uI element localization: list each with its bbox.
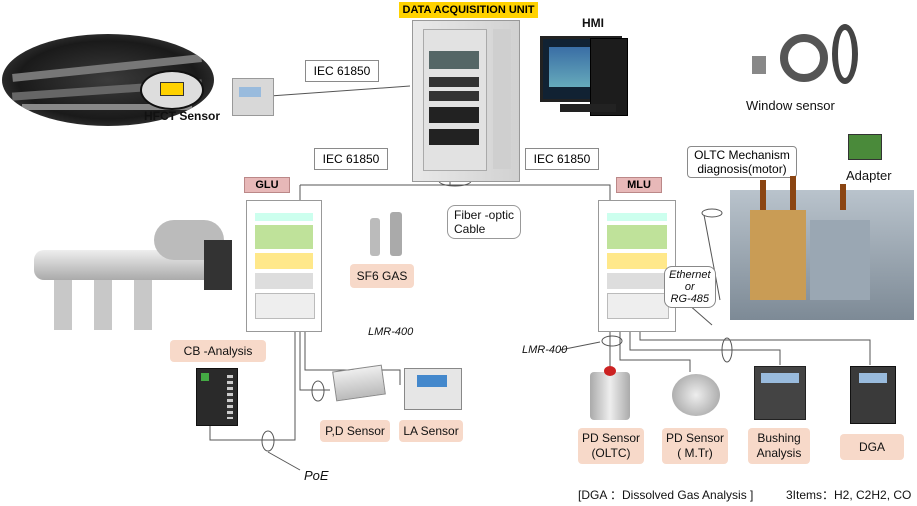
dau-title-badge: DATA ACQUISITION UNIT bbox=[399, 2, 538, 18]
adapter-label: Adapter bbox=[846, 168, 892, 183]
dga-device bbox=[850, 366, 896, 424]
pd-sensor-label: P,D Sensor bbox=[320, 420, 390, 442]
glu-panel bbox=[246, 200, 322, 332]
bushing-device bbox=[754, 366, 806, 420]
adapter-photo bbox=[848, 134, 882, 160]
iec-label-top: IEC 61850 bbox=[305, 60, 379, 82]
hmi-tower bbox=[590, 38, 628, 116]
fiber-label: Fiber -optic Cable bbox=[447, 205, 522, 239]
dga-footnote: [DGA ：Dissolved Gas Analysis ] bbox=[578, 488, 754, 502]
iec-label-glu: IEC 61850 bbox=[314, 148, 388, 170]
transformer-photo bbox=[730, 176, 914, 320]
dga-items-footnote: 3Items：H2, C2H2, CO bbox=[786, 488, 912, 502]
circuit-breaker-photo bbox=[34, 210, 234, 332]
hmi-keyboard bbox=[560, 104, 616, 112]
poe-label: PoE bbox=[304, 468, 329, 483]
ethernet-label: Ethernet or RG-485 bbox=[664, 266, 716, 308]
lmr400-right-label: LMR-400 bbox=[522, 344, 568, 356]
monitor-device bbox=[232, 78, 274, 116]
hmi-label: HMI bbox=[582, 16, 604, 30]
window-sensor-ring-2 bbox=[832, 24, 858, 84]
pd-sensor-photo bbox=[322, 356, 394, 412]
la-sensor-label: LA Sensor bbox=[399, 420, 463, 442]
window-sensor-ring bbox=[780, 34, 828, 82]
cb-analysis-label: CB -Analysis bbox=[170, 340, 266, 362]
pd-mtr-label: PD Sensor ( M.Tr) bbox=[662, 428, 728, 464]
iec-label-mlu: IEC 61850 bbox=[525, 148, 599, 170]
oltc-mechanism-label: OLTC Mechanism diagnosis(motor) bbox=[687, 146, 797, 178]
la-sensor-photo bbox=[404, 368, 462, 410]
mlu-tag: MLU bbox=[616, 177, 662, 193]
hfct-label: HFCT Sensor bbox=[144, 109, 221, 123]
mlu-panel bbox=[598, 200, 676, 332]
window-sensor-label: Window sensor bbox=[746, 98, 835, 113]
pd-oltc-label: PD Sensor (OLTC) bbox=[578, 428, 644, 464]
cb-analysis-device bbox=[196, 368, 238, 426]
dga-label: DGA bbox=[840, 434, 904, 460]
glu-tag: GLU bbox=[244, 177, 290, 193]
hfct-clamp-inset bbox=[140, 70, 204, 110]
sf6-sensor-photo bbox=[368, 212, 408, 260]
lmr400-left-label: LMR-400 bbox=[368, 326, 414, 338]
dau-cabinet bbox=[412, 20, 520, 182]
bushing-label: Bushing Analysis bbox=[748, 428, 810, 464]
window-sensor-part bbox=[752, 56, 766, 74]
pd-mtr-photo bbox=[672, 374, 720, 416]
pd-oltc-photo bbox=[590, 366, 630, 420]
sf6-label: SF6 GAS bbox=[350, 264, 414, 288]
